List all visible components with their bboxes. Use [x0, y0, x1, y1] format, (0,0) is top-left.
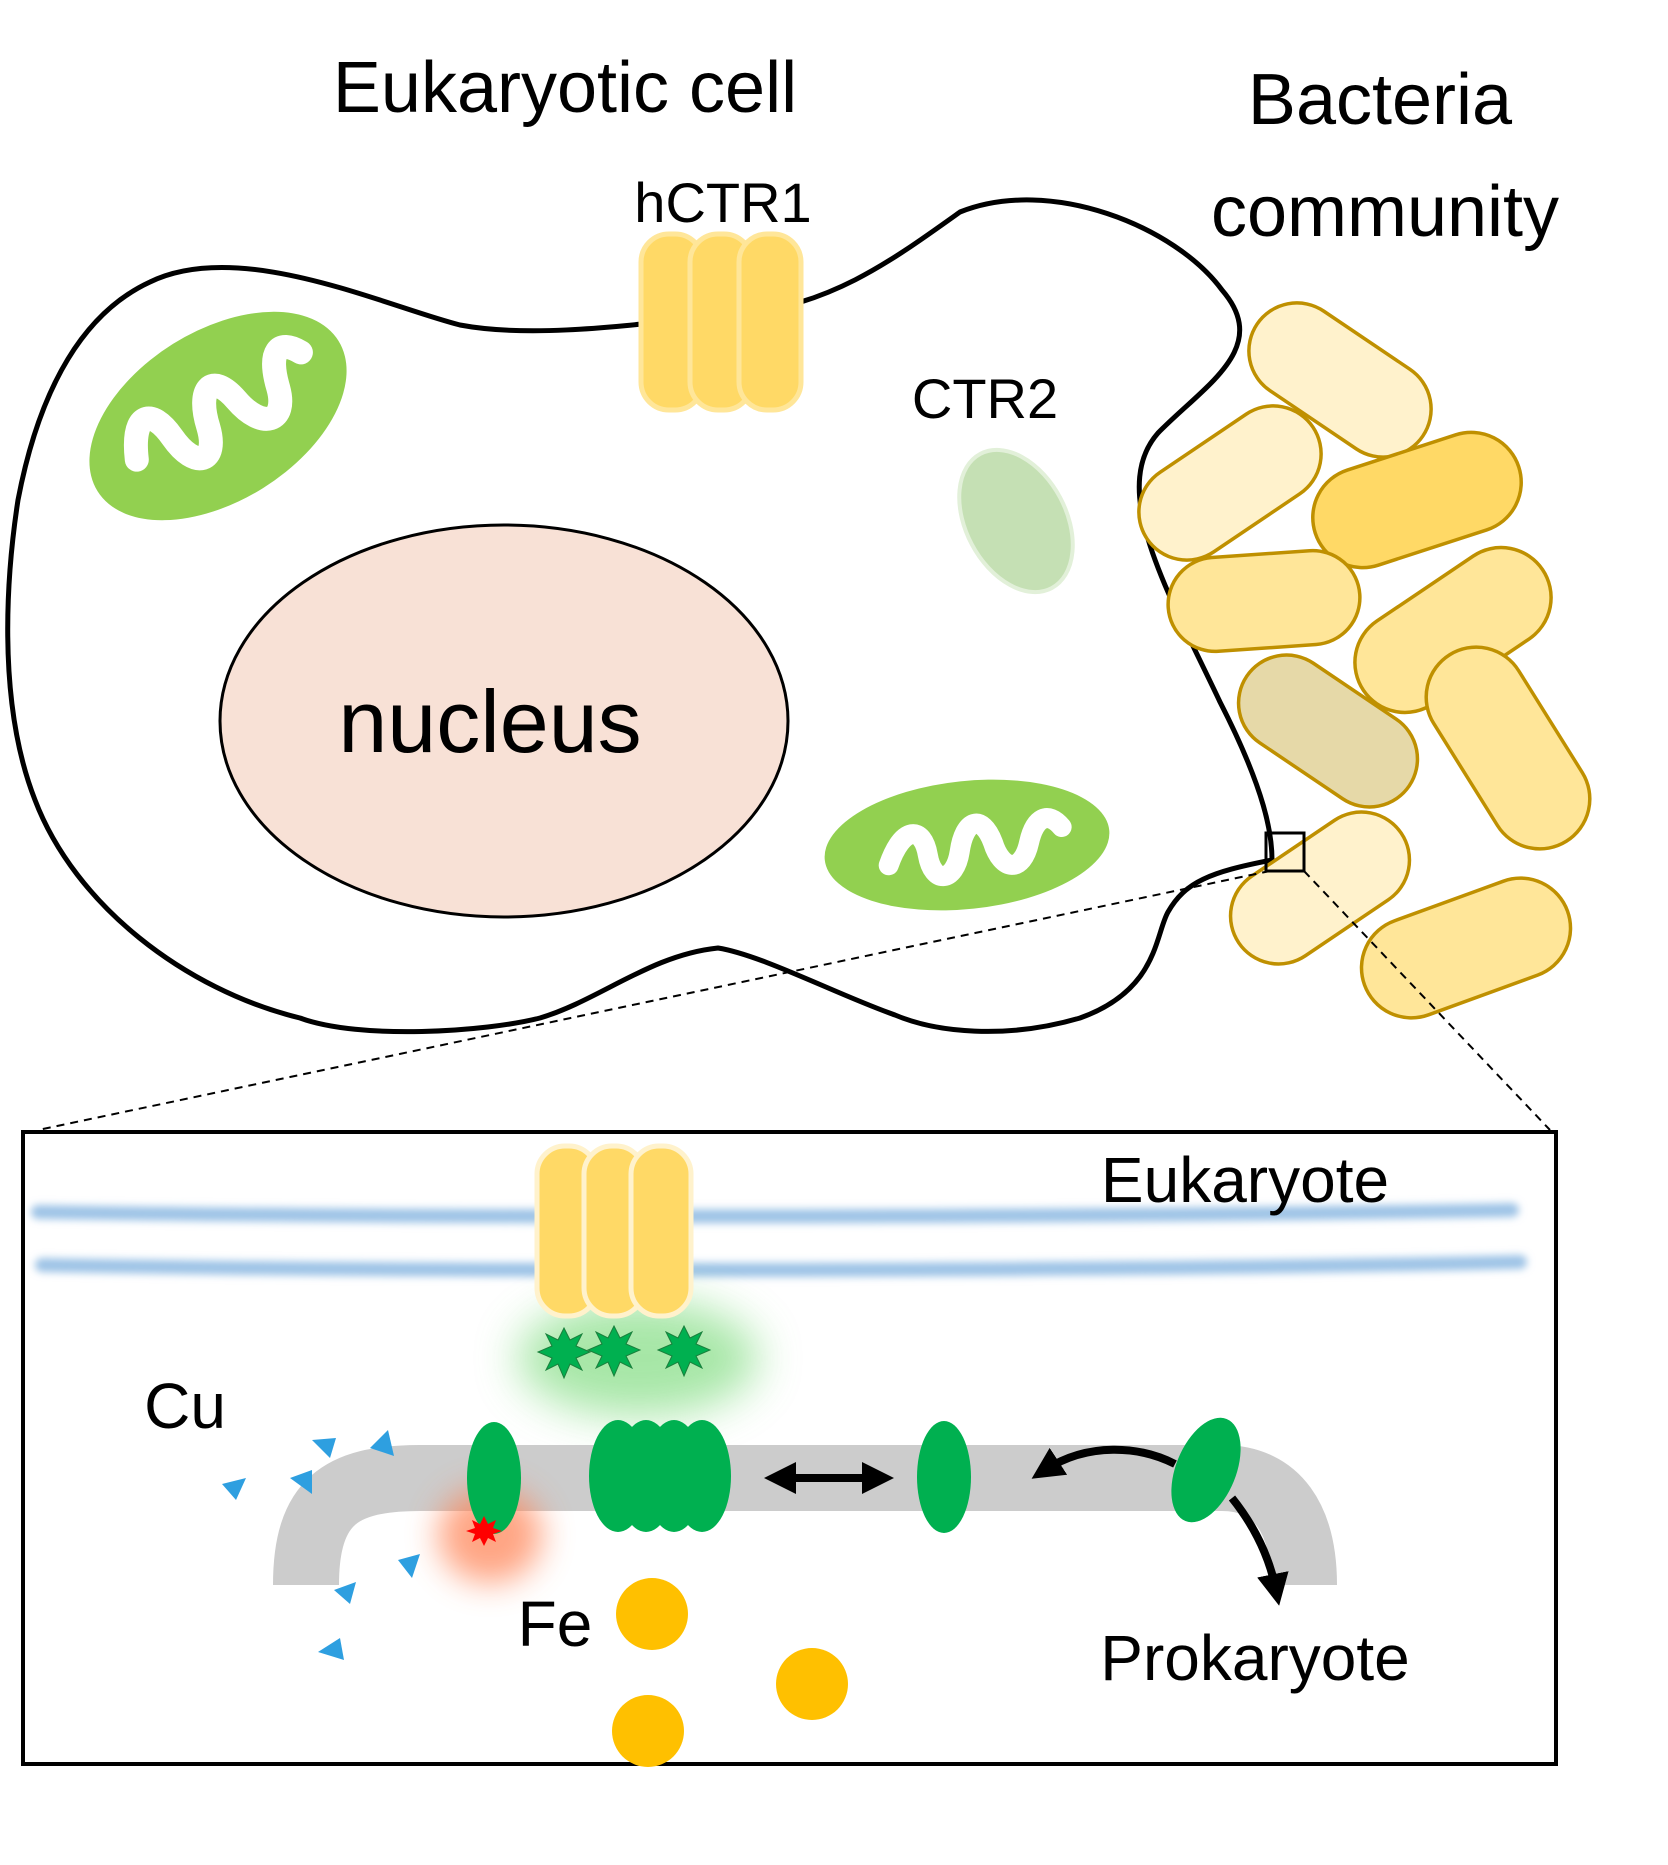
- bacterium: [1137, 404, 1323, 562]
- bacterium: [1247, 301, 1433, 459]
- copper-ion: [312, 1438, 336, 1458]
- membrane-protein: [917, 1421, 971, 1533]
- bacteria-community: [1137, 301, 1592, 1020]
- eukaryote-membrane: [31, 1203, 1527, 1277]
- copper-ion: [398, 1554, 420, 1578]
- red-starburst: [466, 1516, 502, 1546]
- copper-ion: [334, 1582, 356, 1604]
- bacterium: [1311, 430, 1523, 570]
- ctr2-label: CTR2: [912, 367, 1058, 430]
- bacterium: [1359, 876, 1573, 1020]
- bacteria-title-line2: community: [1211, 172, 1559, 252]
- mitochondrion-lower: [824, 779, 1110, 911]
- curved-arrow-left: [1031, 1445, 1177, 1479]
- bacterium: [1228, 810, 1412, 966]
- membrane-protein: [467, 1422, 521, 1534]
- iron-ions: [612, 1578, 848, 1767]
- copper-ion: [318, 1638, 344, 1660]
- zoom-guide-left: [37, 870, 1271, 1131]
- protein-oligomer: [589, 1420, 731, 1532]
- ctr2-vesicle: [957, 447, 1075, 595]
- bacterium: [1236, 653, 1420, 809]
- copper-ions: [222, 1430, 420, 1660]
- iron-ion: [776, 1648, 848, 1720]
- hctr1-label: hCTR1: [634, 171, 811, 234]
- copper-ion: [370, 1430, 394, 1456]
- copper-ion: [222, 1478, 246, 1500]
- nucleus: [218, 523, 790, 919]
- zoom-guide-right: [1303, 870, 1551, 1131]
- iron-ion: [612, 1695, 684, 1767]
- prokaryote-membrane: [273, 1445, 1337, 1586]
- hctr1-transporter-zoom: [534, 1143, 694, 1319]
- bacterium: [1166, 548, 1362, 654]
- prokaryote-label: Prokaryote: [1100, 1622, 1409, 1694]
- eukaryote-label: Eukaryote: [1101, 1144, 1389, 1216]
- hctr1-transporter: [638, 231, 804, 413]
- copper-starburst: [586, 1324, 642, 1378]
- copper-glow: [518, 1300, 758, 1416]
- bacteria-title-line1: Bacteria: [1248, 60, 1513, 140]
- copper-starburst: [656, 1324, 712, 1378]
- bacterium: [1424, 645, 1592, 851]
- curved-arrow-down: [1228, 1495, 1289, 1606]
- iron-label: Fe: [518, 1588, 593, 1660]
- membrane-protein: [1171, 1417, 1241, 1523]
- copper-starbursts: [536, 1324, 712, 1380]
- eukaryotic-cell-title: Eukaryotic cell: [333, 48, 797, 128]
- nucleus-label: nucleus: [338, 672, 641, 771]
- copper-ion: [290, 1470, 312, 1494]
- mitochondrion-upper: [89, 311, 347, 521]
- copper-label: Cu: [144, 1370, 226, 1442]
- cell-membrane-outline: [5, 197, 1275, 1035]
- iron-ion: [616, 1578, 688, 1650]
- zoom-box: [1264, 831, 1306, 873]
- copper-starburst: [536, 1326, 592, 1380]
